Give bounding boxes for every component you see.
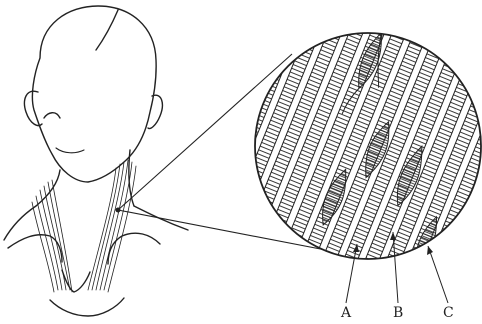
left-shoulder [4, 206, 36, 240]
neck-left-edge [36, 170, 60, 206]
nose [44, 113, 60, 118]
pointer-c [428, 246, 448, 303]
right-clavicle [108, 233, 160, 264]
neck-muscle-fibers [32, 160, 136, 292]
chest-bottom [50, 298, 124, 316]
label-c: C [443, 305, 454, 320]
head-outline [32, 6, 156, 182]
mouth [56, 148, 84, 153]
hair-part [96, 10, 118, 50]
magnified-view [189, 0, 482, 316]
label-b: B [393, 305, 403, 320]
label-a: A [340, 305, 352, 320]
head-figure [4, 6, 188, 316]
